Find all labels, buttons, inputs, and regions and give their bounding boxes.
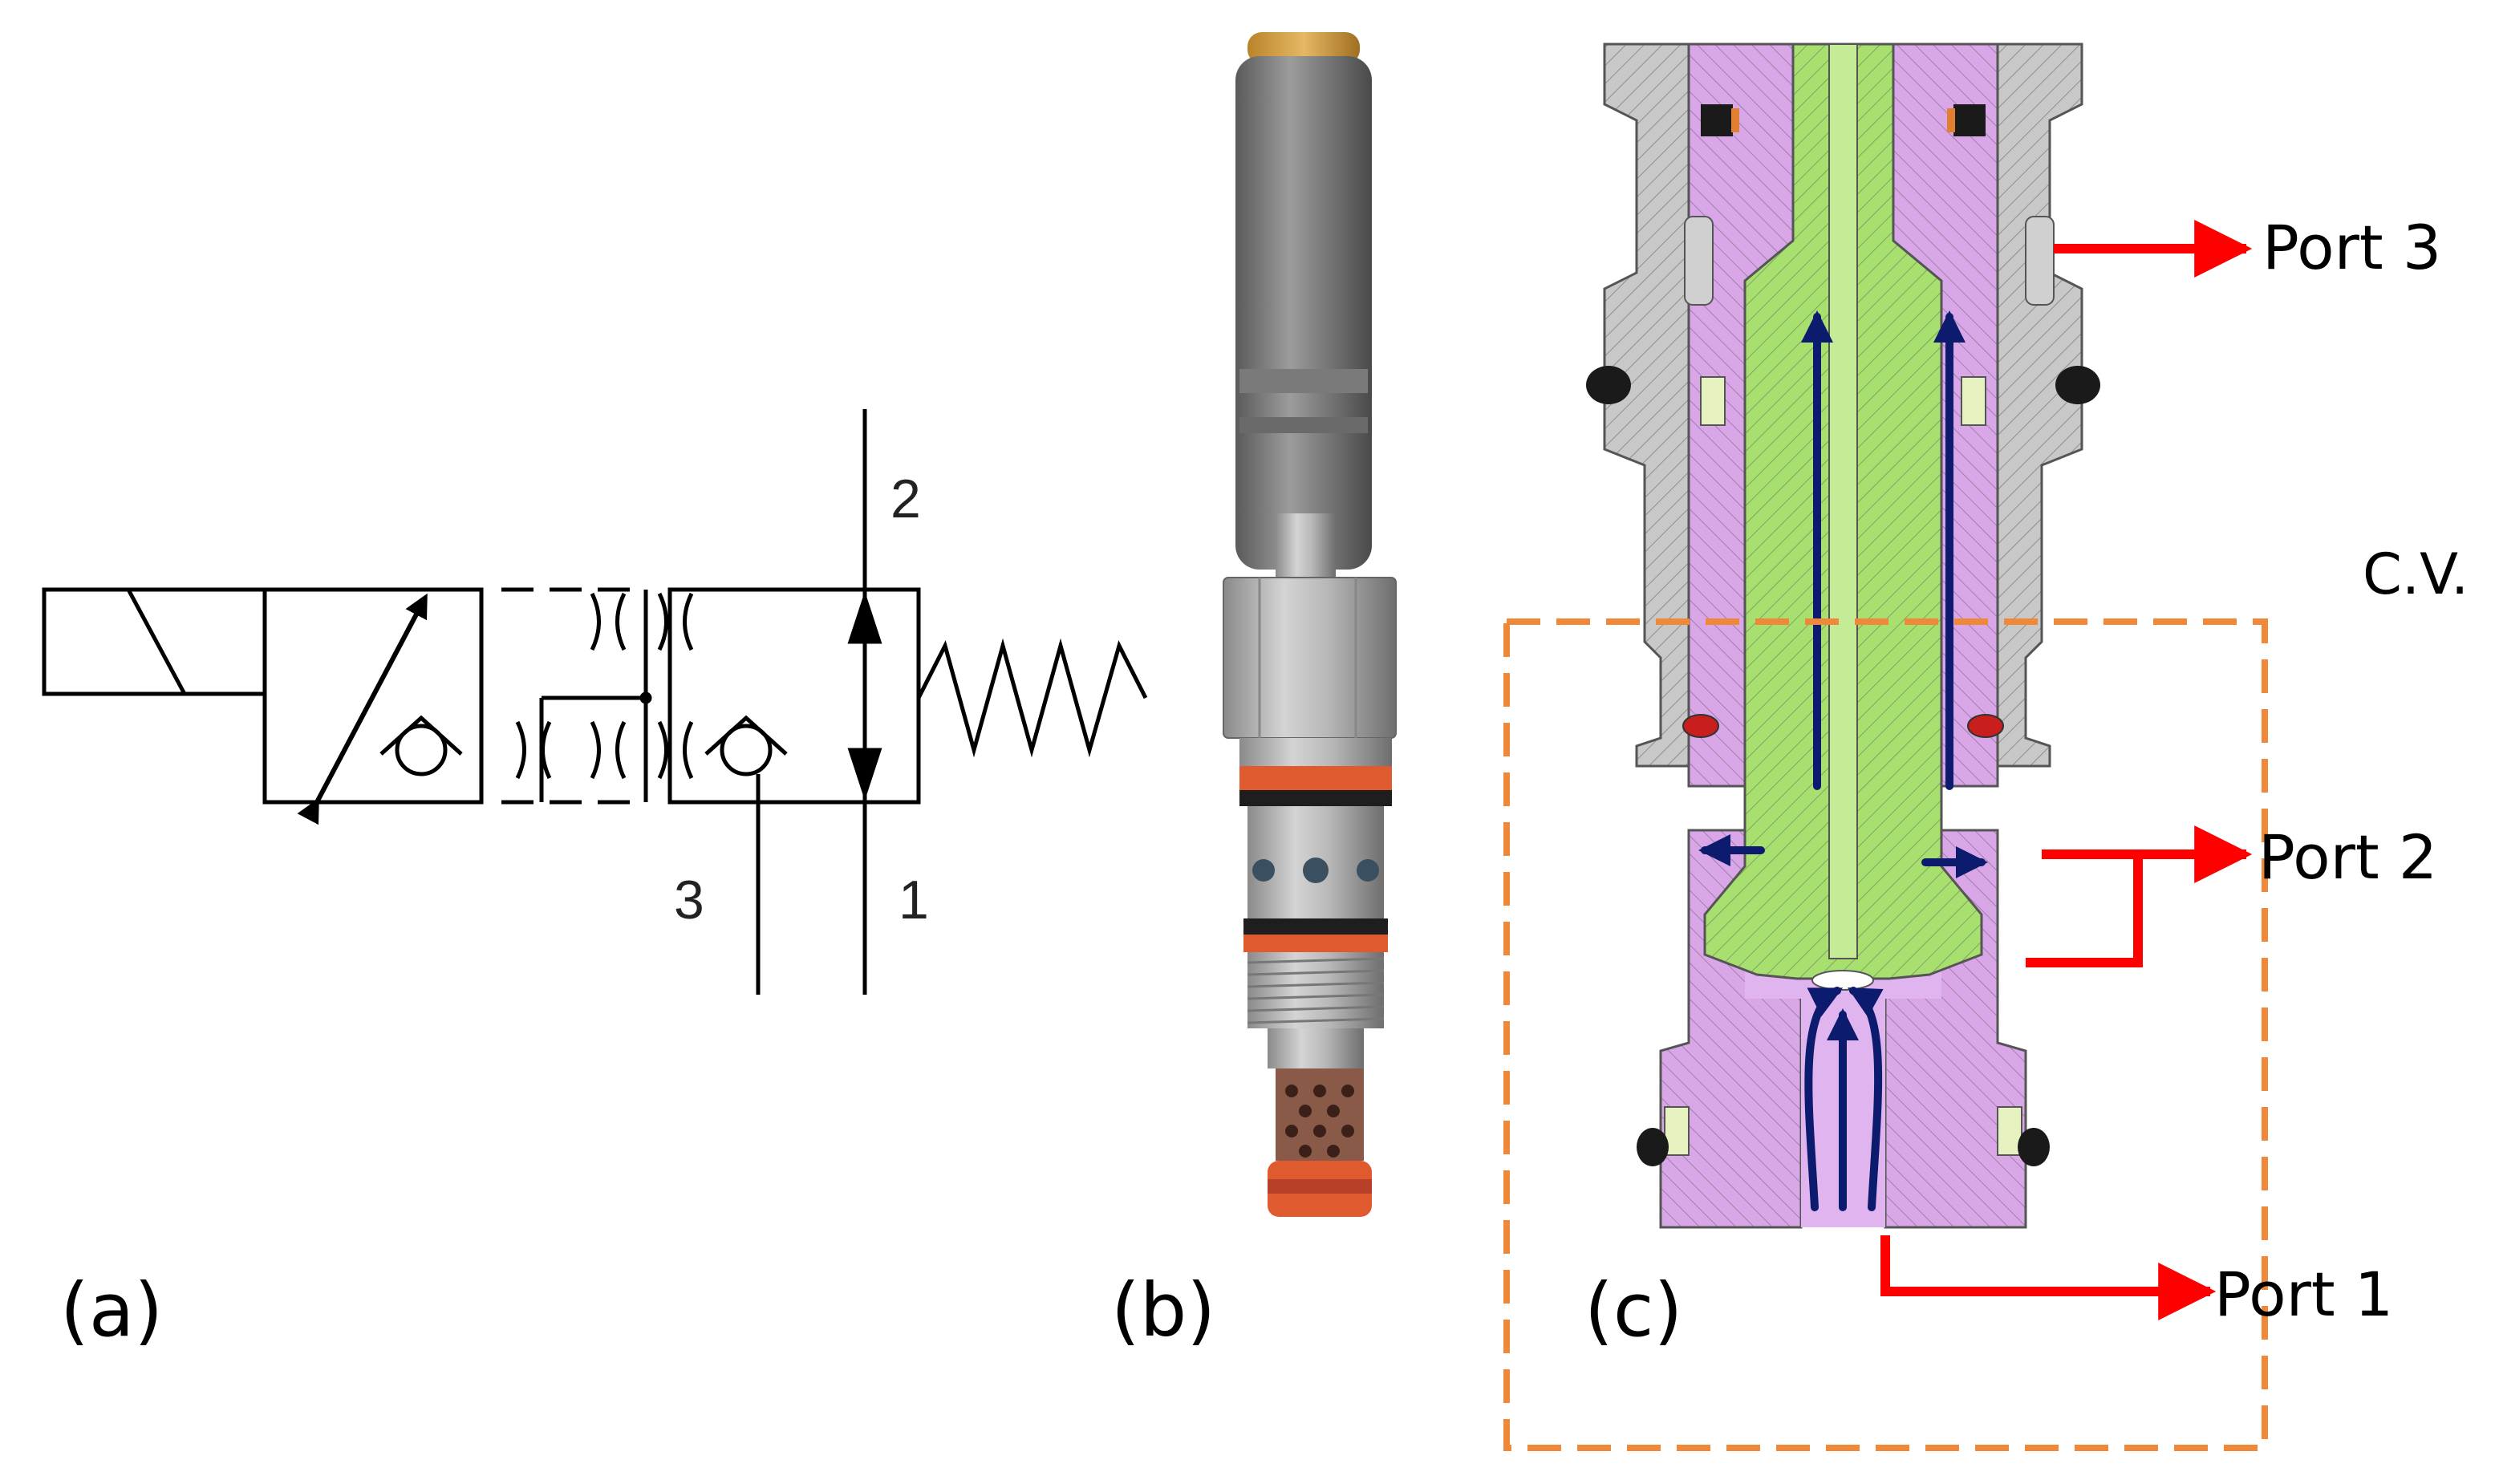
panel-label-a: (a) — [60, 1267, 163, 1353]
port-2-label: Port 2 — [2258, 821, 2437, 893]
flow-arrows — [1698, 310, 1988, 1211]
right-envelope — [667, 587, 921, 805]
symbol-port-3: 3 — [674, 870, 704, 931]
check-valve-boundary — [1503, 618, 2268, 1451]
port-leaders — [1880, 220, 2253, 1320]
spring — [916, 638, 1148, 758]
symbol-port-2: 2 — [890, 468, 921, 529]
cv-label: C.V. — [2363, 541, 2469, 607]
port-3-label: Port 3 — [2262, 212, 2441, 283]
seals — [1586, 104, 2100, 1166]
symbol-port-1: 1 — [899, 870, 929, 931]
cross-section — [1586, 43, 2100, 1229]
hydraulic-symbol — [42, 409, 1148, 995]
port2-leader — [2026, 825, 2253, 967]
panel-label-c: (c) — [1584, 1267, 1682, 1353]
port1-leader — [1880, 1235, 2217, 1320]
solenoid-coil-line — [126, 588, 187, 695]
port-1-label: Port 1 — [2214, 1259, 2393, 1330]
cartridge-valve-photo — [1223, 32, 1397, 1217]
panel-label-b: (b) — [1111, 1267, 1215, 1353]
